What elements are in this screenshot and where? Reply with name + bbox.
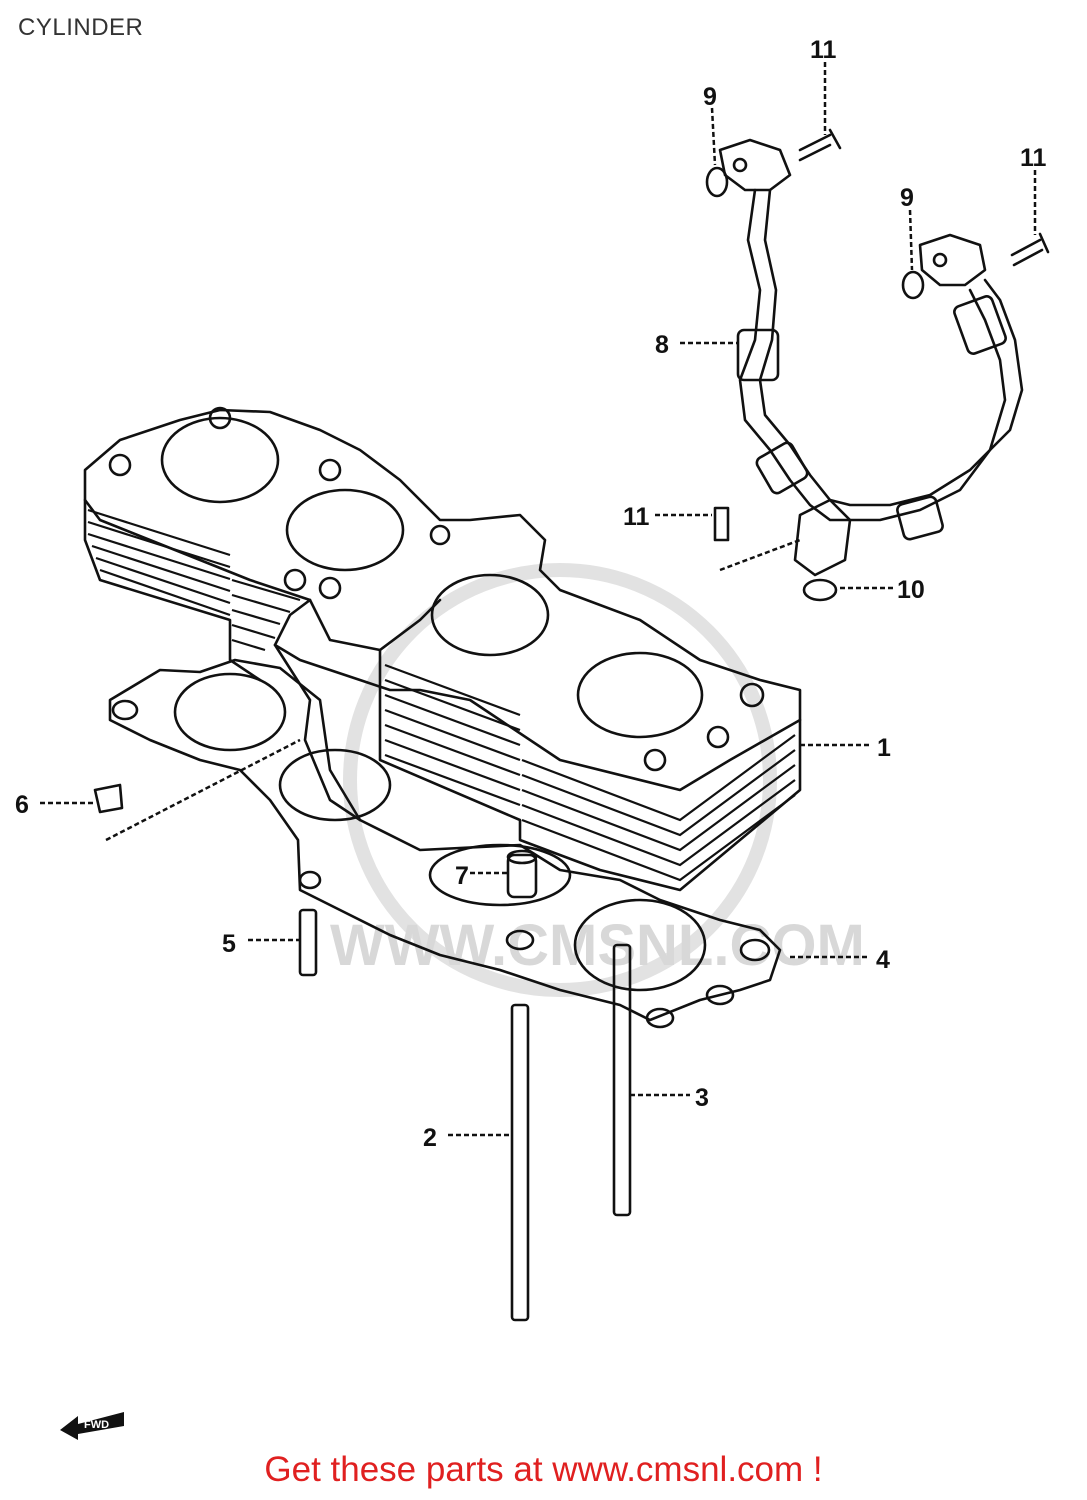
page-title: CYLINDER bbox=[18, 14, 144, 41]
cylinder-block bbox=[83, 406, 802, 892]
fasteners bbox=[93, 783, 632, 1322]
callout-9-right: 9 bbox=[900, 184, 914, 212]
svg-text:FWD: FWD bbox=[84, 1419, 109, 1431]
callout-labels: 1 2 3 4 5 6 7 8 9 9 10 11 11 11 bbox=[15, 36, 1047, 1152]
callout-9-left: 9 bbox=[703, 83, 717, 111]
forward-arrow-icon: FWD bbox=[58, 1402, 128, 1447]
footer-parts-link[interactable]: Get these parts at www.cmsnl.com ! bbox=[264, 1450, 823, 1489]
cylinder-base-gasket bbox=[108, 658, 782, 1029]
callout-11-right: 11 bbox=[1020, 144, 1047, 172]
union-bolts bbox=[713, 128, 1050, 542]
callout-11-middle: 11 bbox=[623, 503, 650, 531]
callout-3: 3 bbox=[695, 1084, 709, 1112]
watermark: WWW.CMSNL.COM bbox=[330, 563, 865, 997]
callout-7: 7 bbox=[455, 862, 469, 890]
callout-11-top: 11 bbox=[810, 36, 837, 64]
callout-8: 8 bbox=[655, 331, 669, 359]
o-rings bbox=[705, 166, 925, 602]
callout-10: 10 bbox=[897, 576, 925, 604]
callout-5: 5 bbox=[222, 930, 236, 958]
oil-hose-assembly bbox=[718, 138, 1024, 577]
callout-4: 4 bbox=[876, 946, 890, 974]
callout-2: 2 bbox=[423, 1124, 437, 1152]
leader-lines bbox=[40, 62, 1037, 1137]
watermark-text: WWW.CMSNL.COM bbox=[330, 913, 865, 978]
callout-1: 1 bbox=[877, 734, 891, 762]
callout-6: 6 bbox=[15, 791, 29, 819]
